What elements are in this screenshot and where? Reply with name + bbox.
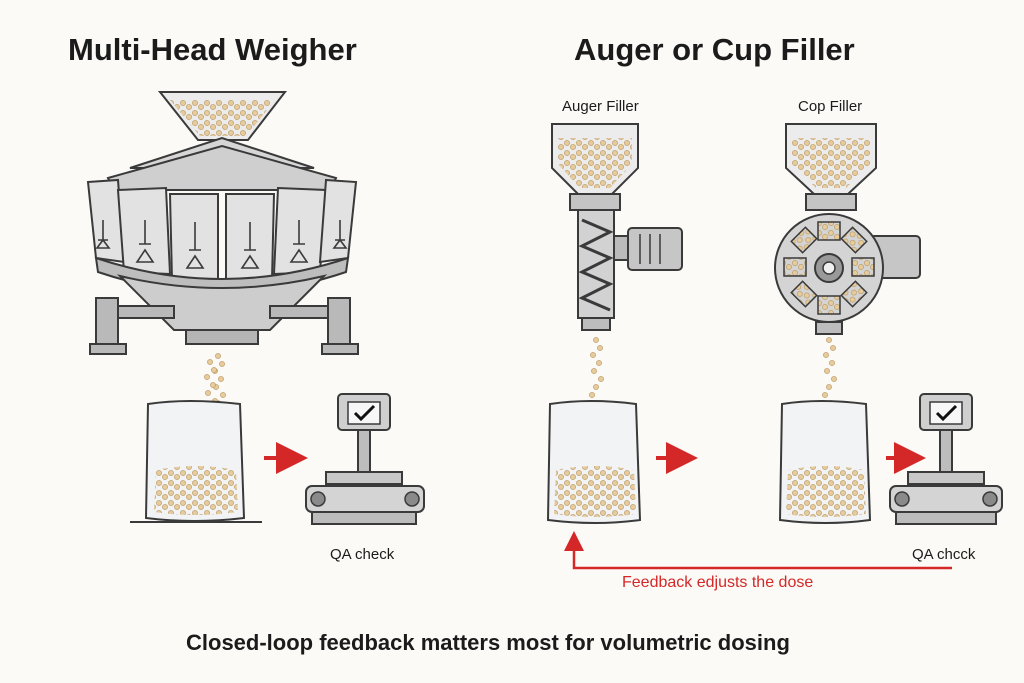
bag-auger (546, 400, 642, 524)
auger-filler (551, 123, 683, 406)
check-mark-icon (353, 404, 376, 422)
feedback-arrow-icon (564, 531, 952, 570)
qa-scale-right (889, 393, 1003, 525)
check-mark-icon (935, 404, 958, 422)
qa-label-right: QA chcck (912, 546, 976, 563)
qa-label-left: QA check (330, 546, 395, 563)
left-title: Multi-Head Weigher (68, 32, 357, 67)
cup-subtitle: Cop Filler (798, 98, 863, 115)
bottom-caption: Closed-loop feedback matters most for vo… (186, 630, 790, 655)
qa-scale-left (305, 393, 425, 525)
feedback-label: Feedback edjusts the dose (622, 574, 814, 591)
multihead-weigher (86, 91, 359, 428)
right-title: Auger or Cup Filler (574, 32, 855, 67)
bag-left (130, 400, 262, 523)
cup-filler (774, 123, 921, 406)
auger-subtitle: Auger Filler (562, 98, 639, 115)
bag-cup (778, 400, 872, 524)
